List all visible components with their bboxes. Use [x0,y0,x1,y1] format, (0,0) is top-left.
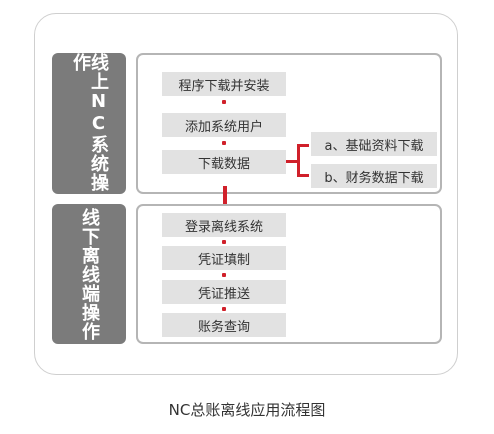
step-install: 程序下载并安装 [162,72,286,96]
flow-dot [222,273,226,277]
online-section-label: 线上NC系统操作 [70,53,109,192]
flow-dot [222,240,226,244]
section-connector [223,186,227,208]
step-download-data: 下载数据 [162,150,286,174]
diagram-caption: NC总账离线应用流程图 [168,401,326,419]
flow-dot [222,141,226,145]
offline-section-label: 线下离线端操作 [79,207,100,341]
branch-finance-data: b、财务数据下载 [311,164,437,188]
flow-dot [222,100,226,104]
branch-connector-bottom [297,174,309,177]
step-add-user: 添加系统用户 [162,113,286,137]
online-section-label-box: 线上NC系统操作 [52,53,126,194]
step-login: 登录离线系统 [162,213,286,237]
branch-connector-top [297,144,309,147]
step-voucher-entry: 凭证填制 [162,246,286,270]
flow-dot [222,307,226,311]
branch-connector [286,160,298,163]
step-ledger-query: 账务查询 [162,313,286,337]
branch-bracket [297,144,300,177]
step-voucher-push: 凭证推送 [162,280,286,304]
branch-basic-data: a、基础资料下载 [311,132,437,156]
offline-section-label-box: 线下离线端操作 [52,204,126,344]
